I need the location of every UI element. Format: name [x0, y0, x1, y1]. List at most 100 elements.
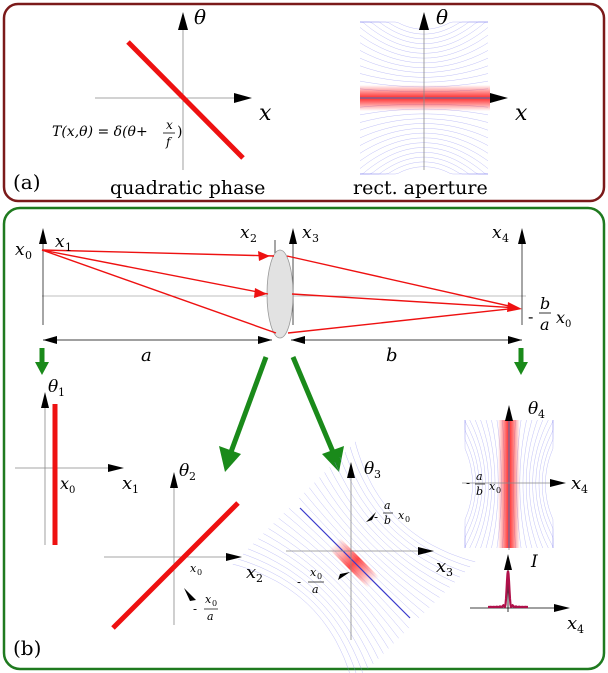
x4-axis-h-arrowhead: [550, 479, 566, 487]
theta-axis-arrowhead: [419, 12, 429, 30]
top-num: a: [384, 499, 391, 512]
x3-h-sub: 3: [446, 566, 453, 579]
panel-a-rect-aperture-plot: θ x rect. aperture: [353, 5, 528, 199]
green-arrow-2-head: [219, 446, 241, 472]
p4-num: a: [476, 470, 483, 483]
theta3-label: θ: [364, 459, 374, 479]
x1-arrowhead: [39, 228, 47, 244]
ray-arrow-image: [507, 302, 522, 312]
bottom-den: a: [312, 583, 319, 596]
ray-arrow-mid: [254, 288, 267, 298]
x4-arrowhead: [518, 228, 526, 244]
x4-sub: 4: [502, 232, 509, 245]
theta2-label: θ: [179, 461, 189, 481]
green-arrow-1-head: [35, 362, 49, 375]
x1-axis-h-arrowhead: [108, 464, 124, 472]
image-curve: [464, 420, 473, 548]
panel-a-tag: (a): [13, 170, 41, 194]
distance-b-left-head: [291, 336, 305, 344]
image-curve: [469, 419, 486, 549]
sheared-curve: [304, 492, 425, 613]
x-label: x: [515, 101, 528, 126]
formula-main: T(x,θ) = δ(θ+: [52, 124, 148, 140]
theta3-sub: 3: [374, 468, 381, 481]
distance-b-right-head: [508, 336, 522, 344]
lens-input-line: [111, 501, 240, 630]
x2-label: x: [240, 223, 250, 243]
distance-a-label: a: [141, 345, 152, 366]
sheared-curve: [248, 548, 369, 669]
slope-num-sub: 0: [212, 599, 217, 608]
x1-sub: 1: [65, 241, 72, 254]
p4-x: x: [489, 480, 496, 493]
image-curve: [485, 419, 496, 549]
transfer-formula: T(x,θ) = δ(θ+ x f ): [52, 118, 182, 149]
slope-den: a: [207, 610, 214, 623]
formula-denominator: f: [165, 135, 173, 149]
image-curve: [535, 419, 554, 549]
image-den: a: [540, 315, 550, 334]
sheared-curve: [283, 513, 404, 634]
image-curve: [545, 420, 554, 548]
slope-minus: -: [193, 602, 197, 616]
theta1-sub: 1: [58, 386, 65, 399]
x2-axis-h-arrowhead: [226, 553, 242, 561]
ray-top-in: [41, 249, 275, 257]
x0-marker-sub: 0: [197, 568, 202, 577]
sheared-curve: [324, 472, 445, 593]
top-minus: -: [374, 510, 378, 524]
image-x-sub: 0: [565, 319, 571, 330]
formula-numerator: x: [166, 118, 173, 132]
top-x: x: [398, 509, 405, 522]
intensity-plot: I x 4: [470, 552, 584, 636]
quadratic-phase-line: [126, 40, 245, 160]
optical-bench: a b x 1 x 2 x 3 x 4 x 0 - b a x 0: [15, 223, 571, 366]
distance-a-left-head: [43, 336, 57, 344]
top-pointer: [366, 512, 376, 522]
x1-h-label: x: [122, 473, 132, 494]
ray-top-out: [286, 255, 519, 309]
green-arrow-2: [228, 356, 269, 453]
ray-mid-in: [41, 249, 269, 295]
distance-a-right-head: [258, 336, 272, 344]
ray-bottom-out: [287, 307, 519, 334]
panel-b-border: [2, 206, 606, 671]
phase-plot-1: θ 1 x 1 x 0: [15, 377, 139, 545]
sheared-blue-line: [299, 507, 411, 619]
sheared-curve: [334, 462, 455, 583]
sheared-curve: [349, 446, 471, 568]
theta4-arrowhead: [505, 405, 513, 421]
bottom-pointer: [338, 572, 350, 580]
phase-plot-3: θ 3 x 3 - a b x 0 - x 0 a: [232, 441, 476, 673]
p4-den: b: [476, 485, 483, 498]
image-curve: [480, 419, 493, 549]
phase-plot-2: θ 2 x 2 x 0 - x 0 a: [104, 461, 263, 630]
sheared-curve: [263, 533, 384, 654]
bottom-minus: -: [297, 575, 301, 589]
theta2-arrowhead: [170, 472, 178, 488]
p4-minus: -: [466, 476, 470, 490]
green-arrow-3-head: [322, 446, 344, 472]
image-position-label: - b a x 0: [528, 294, 571, 334]
intensity-label: I: [530, 552, 538, 572]
image-curve: [529, 419, 544, 549]
x0-marker-sub: 0: [69, 485, 75, 496]
theta3-arrowhead: [347, 462, 355, 478]
sheared-curve: [319, 477, 440, 598]
caption-rect-aperture: rect. aperture: [353, 177, 488, 199]
x1-label: x: [55, 232, 65, 252]
x-axis-arrowhead: [490, 93, 508, 103]
x3-arrowhead: [289, 228, 297, 244]
top-x-sub: 0: [405, 515, 410, 524]
x4-intensity-arrowhead: [554, 604, 570, 612]
x0-marker: x: [60, 474, 69, 493]
x3-sub: 3: [312, 232, 319, 245]
x-label: x: [259, 101, 272, 126]
ray-arrow-top: [258, 251, 270, 261]
theta1-label: θ: [48, 377, 58, 397]
intensity-curve: [488, 570, 528, 609]
x-axis-arrowhead: [234, 93, 252, 103]
x4-h-sub: 4: [581, 483, 588, 496]
bottom-num: x: [310, 566, 317, 579]
